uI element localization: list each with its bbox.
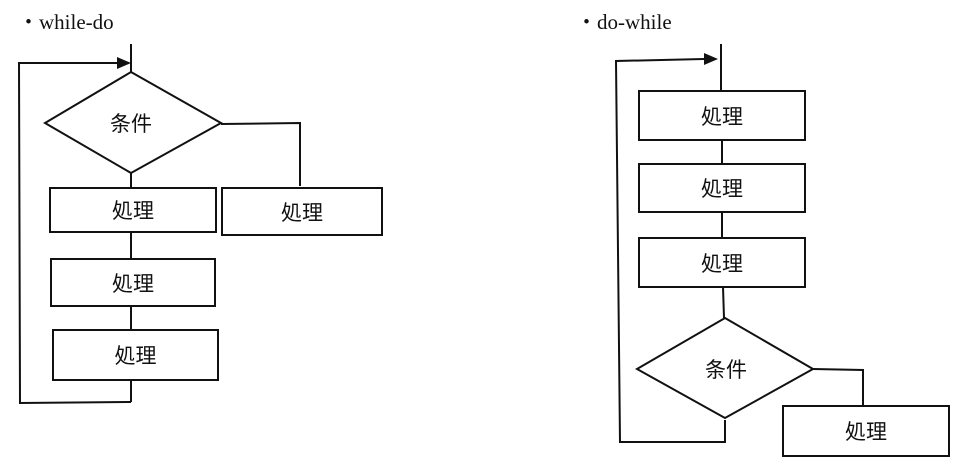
- do-while-condition-diamond: [634, 316, 816, 420]
- while-do-exit-process-box: 処理: [221, 187, 383, 236]
- do-while-body-box-2: 処理: [638, 163, 806, 213]
- do-while-heading: ・do-while: [576, 10, 672, 34]
- while-do-loop-arrow: [117, 57, 131, 69]
- do-while-loop-back-line: [614, 58, 726, 443]
- while-do-body-box-3: 処理: [52, 329, 219, 381]
- while-do-heading: ・while-do: [18, 10, 114, 34]
- do-while-connector-3: [722, 286, 725, 319]
- while-do-body-box-2: 処理: [50, 258, 216, 307]
- while-do-body-box-1: 処理: [49, 187, 217, 233]
- do-while-body-box-1: 処理: [638, 90, 806, 141]
- while-do-condition-label: 条件: [110, 112, 152, 136]
- while-do-exit-line: [220, 121, 301, 186]
- do-while-exit-process-box: 処理: [782, 405, 950, 457]
- do-while-exit-line: [812, 368, 864, 406]
- while-do-loop-back-line: [17, 62, 132, 405]
- do-while-condition-label: 条件: [705, 358, 747, 382]
- do-while-body-box-3: 処理: [638, 237, 806, 288]
- do-while-loop-arrow: [704, 53, 718, 65]
